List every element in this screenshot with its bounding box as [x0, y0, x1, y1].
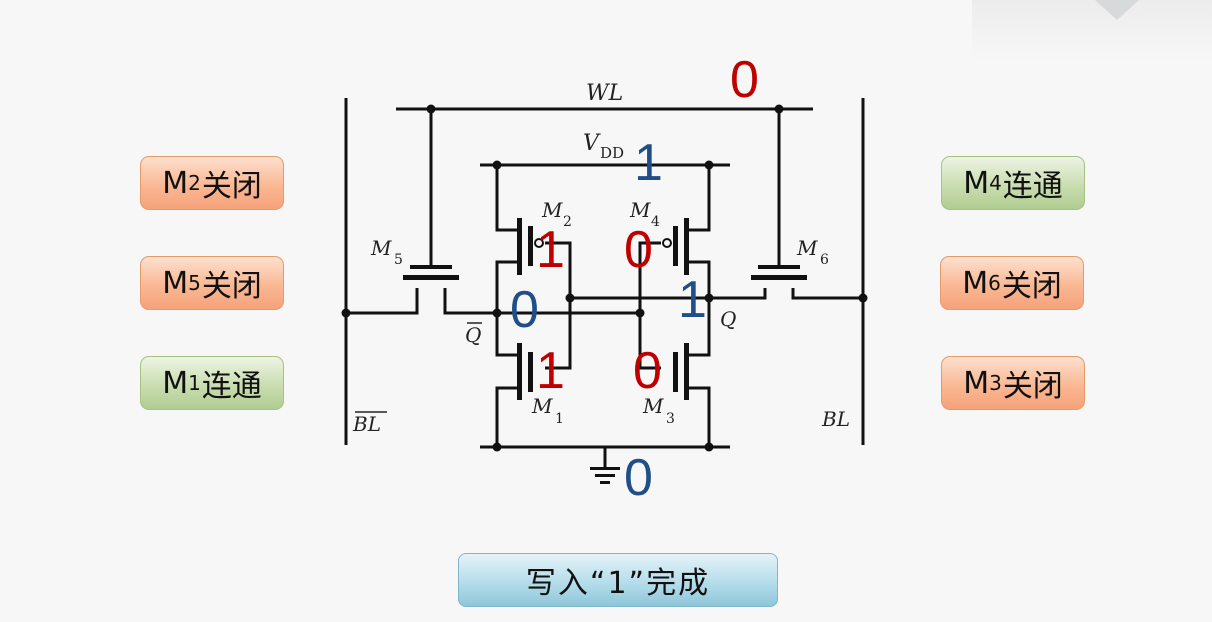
m2-gate-value: 1 [536, 221, 565, 279]
corner-decoration [972, 0, 1212, 60]
wl-value: 0 [730, 51, 759, 109]
m2-bubble [534, 238, 544, 248]
m4-gate-value: 0 [624, 221, 653, 279]
tag-prefix: M [963, 165, 990, 201]
corner-triangle-decoration [1095, 0, 1139, 20]
gnd-value: 0 [624, 449, 653, 507]
m6-subscript: 6 [820, 252, 829, 268]
q-label: Q [720, 307, 736, 331]
tag-subscript: 5 [188, 271, 201, 295]
m3-gate-value: 0 [633, 342, 662, 400]
circuit-wires [344, 98, 865, 468]
transistor-bars [403, 218, 807, 484]
qbar-label: Q [465, 323, 481, 347]
m4-label: M [629, 198, 651, 222]
tag-subscript: 3 [989, 371, 1002, 395]
m5-subscript: 5 [394, 252, 403, 268]
tag-prefix: M [162, 265, 189, 301]
tag-text: 关闭 [1001, 269, 1062, 304]
m3-subscript: 3 [666, 411, 675, 427]
m5-label: M [370, 236, 392, 260]
m1-gate-value: 1 [536, 342, 565, 400]
tag-prefix: M [162, 165, 189, 201]
m4-subscript: 4 [651, 214, 660, 230]
tag-text: 连通 [1002, 169, 1063, 204]
tag-text: 关闭 [201, 169, 262, 204]
m2-label: M [541, 198, 563, 222]
m2-subscript: 2 [563, 214, 572, 230]
tag-prefix: M [162, 365, 189, 401]
write-complete-label: 写入“1”完成 [525, 566, 711, 601]
tag-subscript: 4 [989, 171, 1002, 195]
junction-dots [341, 104, 868, 452]
tag-prefix: M [963, 365, 990, 401]
tag-subscript: 2 [188, 171, 201, 195]
bl-label: BL [821, 407, 850, 431]
blbar-label: BL [352, 412, 381, 436]
tag-text: 关闭 [1002, 369, 1063, 404]
tag-prefix: M [962, 265, 989, 301]
vdd-label: V [583, 131, 601, 156]
write-complete-button[interactable]: 写入“1”完成 [458, 553, 778, 607]
tag-text: 关闭 [201, 269, 262, 304]
m6-label: M [796, 236, 818, 260]
vdd-subscript: DD [600, 144, 624, 162]
m3-label: M [642, 394, 664, 418]
tag-subscript: 6 [988, 271, 1001, 295]
vdd-value: 1 [634, 134, 663, 192]
m1-label: M [531, 394, 553, 418]
tag-subscript: 1 [188, 371, 201, 395]
tag-text: 连通 [201, 369, 262, 404]
m4-bubble [662, 238, 672, 248]
q-value: 1 [678, 271, 707, 329]
m1-subscript: 1 [555, 411, 564, 427]
wordline-label: WL [586, 81, 623, 106]
qbar-value: 0 [510, 281, 539, 339]
